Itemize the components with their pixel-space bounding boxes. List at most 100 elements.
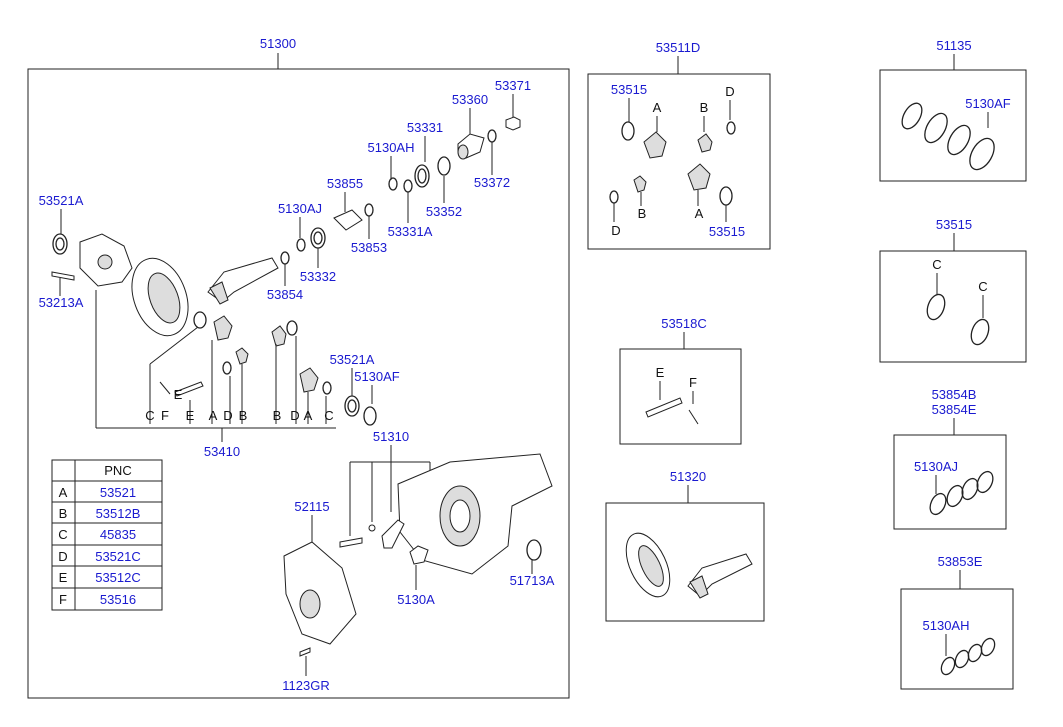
kit-53853E-title[interactable]: 53853E — [938, 554, 983, 569]
kit-51135-ring-1[interactable] — [898, 100, 926, 132]
kit-53518C-title[interactable]: 53518C — [661, 316, 707, 331]
kit-51135-ring-3[interactable] — [943, 122, 975, 159]
label-53332[interactable]: 53332 — [300, 269, 336, 284]
kit-53511D-gear-a1[interactable] — [643, 131, 667, 159]
bearing-53332[interactable] — [310, 227, 326, 249]
kit-53511D-pinion-b1[interactable] — [697, 133, 713, 153]
bearing-53521A-2[interactable] — [344, 395, 360, 417]
bearing-53521A[interactable] — [52, 233, 68, 255]
label-52115[interactable]: 52115 — [294, 499, 329, 514]
label-53372[interactable]: 53372 — [474, 175, 510, 190]
bearing-53331[interactable] — [414, 164, 430, 188]
kit-53854B-ring-2[interactable] — [944, 483, 966, 509]
pin-carrier[interactable] — [368, 524, 376, 532]
kit-53515-title[interactable]: 53515 — [936, 217, 972, 232]
kit-53853E-ring-3[interactable] — [966, 642, 984, 663]
label-53521A[interactable]: 53521A — [39, 193, 84, 208]
ring-53854[interactable] — [280, 251, 290, 265]
seal-53352[interactable] — [437, 156, 451, 176]
ring-53331A[interactable] — [403, 179, 413, 193]
washer-c-left[interactable] — [193, 311, 207, 329]
kit-51320-title[interactable]: 51320 — [670, 469, 706, 484]
kit-53511D-washer-d1[interactable] — [726, 121, 736, 135]
label-53854[interactable]: 53854 — [267, 287, 303, 302]
label-1123GR[interactable]: 1123GR — [282, 678, 329, 693]
kit-53854B-title-1[interactable]: 53854B — [932, 387, 977, 402]
label-5130A[interactable]: 5130A — [397, 592, 435, 607]
bolt-1123GR[interactable] — [299, 647, 311, 657]
kit-51135-title[interactable]: 51135 — [936, 38, 971, 53]
kit-53511D-pinion-b2[interactable] — [633, 175, 647, 193]
pnc-value-f[interactable]: 53516 — [100, 592, 136, 607]
kit-53854B-title-2[interactable]: 53854E — [932, 402, 977, 417]
bolt-carrier[interactable] — [339, 537, 363, 548]
kit-53518C-shaft[interactable] — [645, 397, 683, 418]
callout-letter-a2: A — [304, 408, 313, 423]
kit-53853E-label[interactable]: 5130AH — [923, 618, 970, 633]
bearing-cap[interactable] — [381, 519, 405, 549]
washer-d-right[interactable] — [286, 320, 298, 336]
ring-5130AH[interactable] — [388, 177, 398, 191]
label-53371[interactable]: 53371 — [495, 78, 531, 93]
kit-53515: 53515 C C — [879, 217, 1027, 363]
pnc-value-e[interactable]: 53512C — [95, 570, 141, 585]
kit-53511D-gear-a2[interactable] — [687, 163, 711, 191]
seal-51713A[interactable] — [526, 539, 542, 561]
side-gear-a-left[interactable] — [213, 315, 233, 341]
kit-51135-ring-4[interactable] — [965, 134, 999, 173]
main-title[interactable]: 51300 — [260, 36, 296, 51]
ring-5130AJ[interactable] — [296, 238, 306, 252]
kit-53511D-washer-d2[interactable] — [609, 190, 619, 204]
kit-51135-ring-2[interactable] — [920, 110, 952, 147]
washer-53372[interactable] — [487, 129, 497, 143]
pnc-value-d[interactable]: 53521C — [95, 549, 141, 564]
differential-case-group: 53521A 53213A — [39, 193, 189, 337]
label-53331A[interactable]: 53331A — [388, 224, 433, 239]
kit-53854B-ring-4[interactable] — [974, 469, 996, 495]
kit-53511D-title[interactable]: 53511D — [656, 40, 701, 55]
label-51713A[interactable]: 51713A — [510, 573, 555, 588]
kit-53854B-ring-1[interactable] — [927, 491, 949, 517]
pnc-value-c[interactable]: 45835 — [100, 527, 136, 542]
label-53855[interactable]: 53855 — [327, 176, 363, 191]
label-53331[interactable]: 53331 — [407, 120, 443, 135]
label-53352[interactable]: 53352 — [426, 204, 462, 219]
spacer-53855[interactable] — [333, 209, 363, 231]
kit-53854B-label[interactable]: 5130AJ — [914, 459, 958, 474]
pinion-b-right[interactable] — [271, 325, 287, 347]
label-53853[interactable]: 53853 — [351, 240, 387, 255]
ring-5130AF[interactable] — [363, 406, 377, 426]
pinion-b-left[interactable] — [235, 347, 249, 365]
kit-53853E-ring-4[interactable] — [979, 636, 997, 657]
pnc-value-b[interactable]: 53512B — [96, 506, 141, 521]
kit-53853E-ring-2[interactable] — [953, 648, 971, 669]
rear-cover-52115[interactable] — [283, 541, 357, 645]
label-53360[interactable]: 53360 — [452, 92, 488, 107]
side-gear-a-right[interactable] — [299, 367, 319, 393]
plug-5130A[interactable] — [409, 545, 429, 565]
pnc-value-a[interactable]: 53521 — [100, 485, 136, 500]
kit-51135-label[interactable]: 5130AF — [965, 96, 1011, 111]
label-5130AJ[interactable]: 5130AJ — [278, 201, 322, 216]
kit-53511D-washer-2[interactable] — [719, 186, 733, 206]
kit-53853E-ring-1[interactable] — [939, 655, 957, 676]
kit-53511D-washer-1[interactable] — [621, 121, 635, 141]
label-5130AH[interactable]: 5130AH — [368, 140, 415, 155]
kit-53854B-ring-3[interactable] — [959, 476, 981, 502]
label-5130AF[interactable]: 5130AF — [354, 369, 400, 384]
kit-53518C-letter-e: E — [656, 365, 665, 380]
label-53521A-2[interactable]: 53521A — [330, 352, 375, 367]
kit-53511D-label-bottom[interactable]: 53515 — [709, 224, 745, 239]
washer-d-left[interactable] — [222, 361, 232, 375]
kit-53515-washer-2[interactable] — [968, 317, 992, 347]
pinion-shaft-e[interactable] — [174, 381, 204, 397]
ring-53853[interactable] — [364, 203, 374, 217]
label-53410[interactable]: 53410 — [204, 444, 240, 459]
kit-53511D-label-top[interactable]: 53515 — [611, 82, 647, 97]
bolt-53213A[interactable] — [51, 271, 75, 281]
kit-53515-washer-1[interactable] — [924, 292, 948, 322]
washer-c-right[interactable] — [322, 381, 332, 395]
label-53213A[interactable]: 53213A — [39, 295, 84, 310]
label-51310[interactable]: 51310 — [373, 429, 409, 444]
nut-53371[interactable] — [505, 116, 521, 131]
